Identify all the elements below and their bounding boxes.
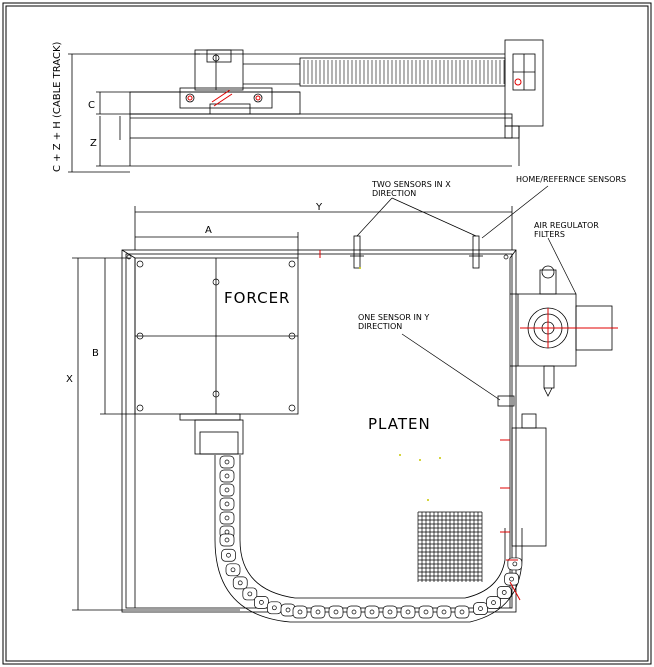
chain-link-pin [509,576,514,582]
chain-link-pin [224,501,230,507]
chain-link-pin [224,487,230,493]
forcer-bolts [126,254,509,412]
chain-link-pin [315,609,321,615]
chain-link-pin [369,609,375,615]
chain-link-pin [226,552,231,558]
chain-link-pin [224,459,230,465]
dim-x-label: X [66,374,73,385]
one-sensor-label-line2: DIRECTION [358,322,402,331]
chain-link-pin [512,561,518,567]
air-regulator-label-line2: FILTERS [534,230,565,239]
chain-link-pin [387,609,393,615]
air-regulator-label-line1: AIR REGULATOR [534,221,599,230]
dim-c-label: C [88,100,95,111]
dim-y-label: Y [315,202,323,213]
leader-lines [356,185,577,401]
forcer-label: FORCER [224,289,290,307]
dim-z-label: Z [90,138,97,149]
chain-link-pin [285,607,291,613]
chain-link-pin [478,606,483,611]
cable-chain-links [219,455,523,619]
chain-link-pin [237,580,243,586]
chain-link-pin [333,609,339,615]
chain-link-pin [224,537,230,543]
cable-track-hatch [303,60,505,84]
platen-label: PLATEN [368,415,431,433]
chain-link-pin [224,515,230,521]
two-sensors-label-line1: TWO SENSORS IN X [371,180,451,189]
chain-link-pin [247,591,253,597]
dim-a-label: A [205,225,212,236]
title-vertical: C + Z + H (CABLE TRACK) [52,41,63,172]
chain-link-pin [405,609,411,615]
platen-dots [359,267,441,501]
side-view [68,39,544,173]
chain-link-pin [224,473,230,479]
dim-b-label: B [92,348,99,359]
home-sensors-label: HOME/REFERNCE SENSORS [516,175,626,184]
platen-grid-mesh [417,511,483,582]
inner-border [5,5,649,662]
chain-link-pin [441,609,447,615]
two-sensors-label-line2: DIRECTION [372,189,416,198]
one-sensor-label-line1: ONE SENSOR IN Y [358,313,429,322]
chain-link-pin [351,609,357,615]
top-view-accents [319,250,618,601]
side-view-accents [187,78,522,107]
chain-link-pin [423,609,429,615]
chain-link-pin [491,600,496,605]
chain-link-pin [297,609,303,615]
chain-link-pin [230,567,236,573]
chain-link-pin [271,605,277,611]
chain-link-pin [459,609,465,615]
chain-link-pin [501,590,507,595]
chain-link-pin [224,529,230,535]
top-view [72,206,613,623]
chain-link-pin [259,600,264,605]
